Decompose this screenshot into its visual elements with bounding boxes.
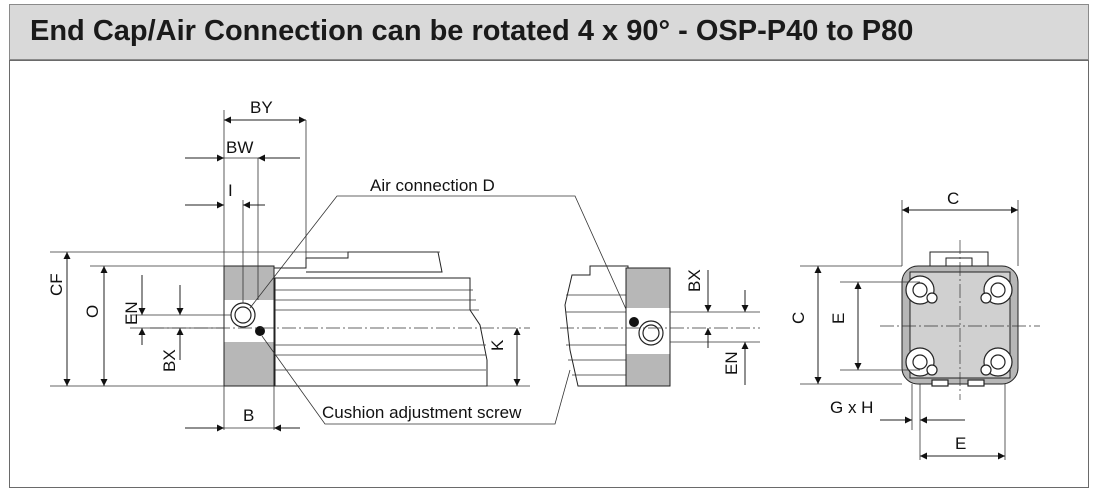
dim-label-en-left: EN: [122, 301, 141, 325]
dim-label-e-side: E: [829, 313, 848, 324]
left-side-view: [50, 110, 530, 432]
dim-label-c-top: C: [947, 189, 959, 208]
cushion-screw-icon: [255, 326, 265, 336]
air-connection-leader: [249, 195, 631, 425]
dim-label-e-bottom: E: [955, 434, 966, 453]
right-front-view: [800, 200, 1040, 460]
bolt-icon: [905, 275, 1013, 377]
dim-label-gxh: G x H: [830, 398, 873, 417]
header-banner: End Cap/Air Connection can be rotated 4 …: [9, 4, 1089, 60]
dim-label-c-side: C: [789, 312, 808, 324]
dim-label-bw: BW: [226, 138, 253, 157]
middle-end-view: [560, 265, 760, 387]
dim-label-en-right: EN: [722, 351, 741, 375]
dim-label-bx-left: BX: [160, 349, 179, 372]
page-title: End Cap/Air Connection can be rotated 4 …: [30, 15, 914, 47]
dim-label-bx-right: BX: [685, 269, 704, 292]
dim-label-o: O: [83, 305, 102, 318]
dim-label-k: K: [488, 339, 507, 351]
dim-label-by: BY: [250, 98, 273, 117]
air-connection-label: Air connection D: [370, 176, 495, 195]
cushion-label: Cushion adjustment screw: [322, 403, 522, 422]
dim-label-cf: CF: [47, 273, 66, 296]
dim-label-i: I: [228, 181, 233, 200]
dim-label-b: B: [243, 406, 254, 425]
